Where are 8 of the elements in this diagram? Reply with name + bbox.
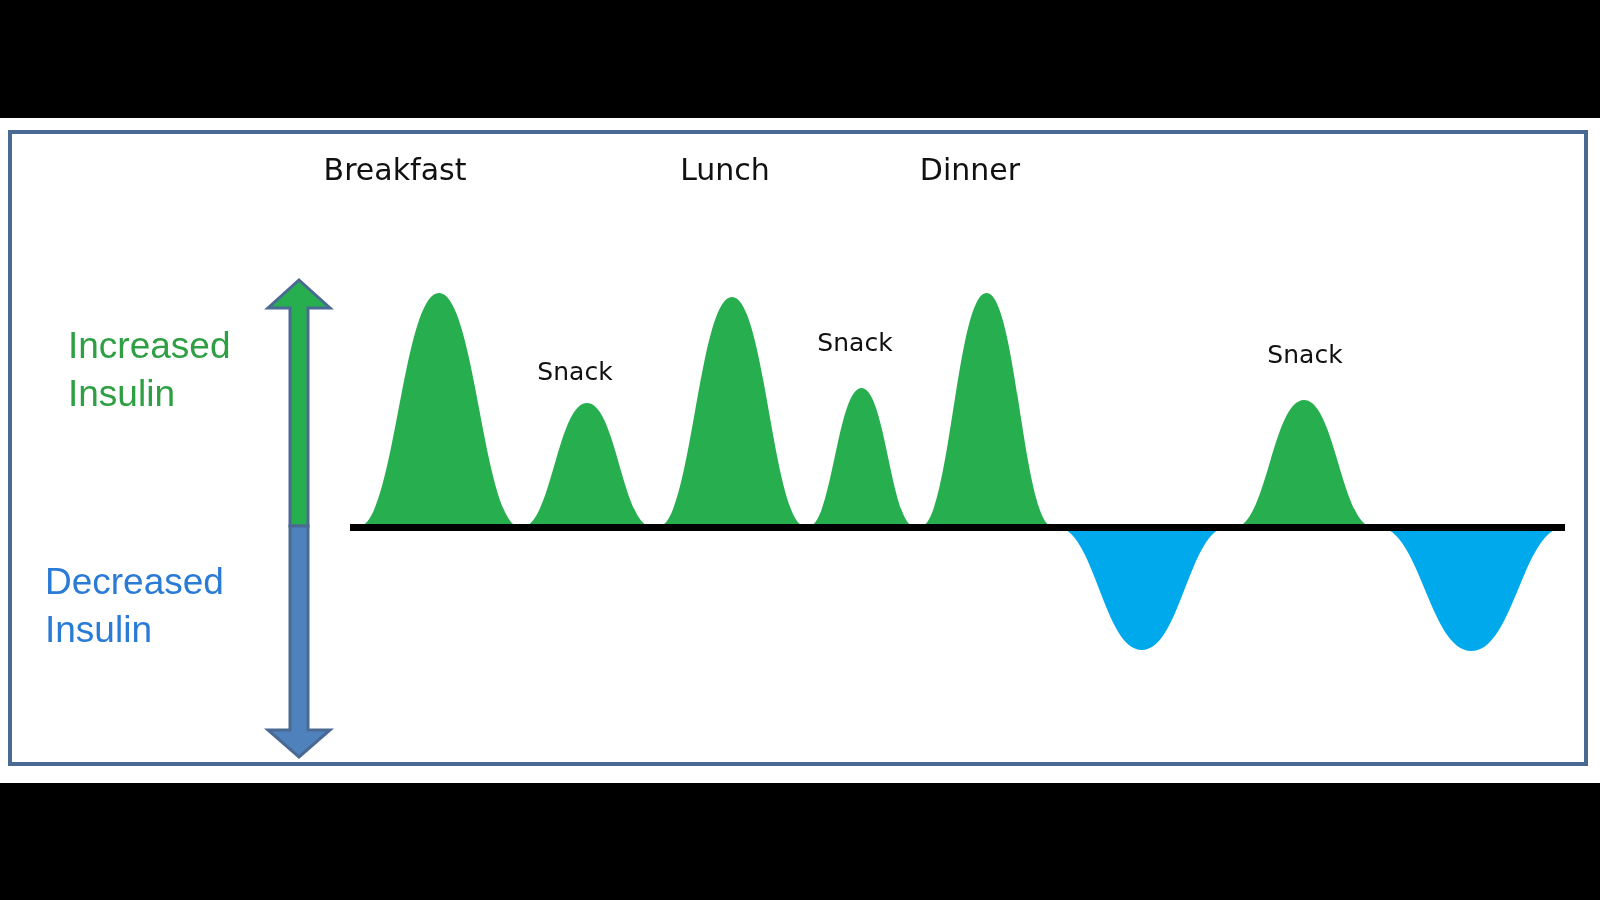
meal-label: Dinner: [918, 151, 1022, 189]
meal-label: Snack: [816, 327, 894, 359]
axis-label: Decreased Insulin: [45, 560, 225, 653]
meal-label: Snack: [1266, 339, 1344, 371]
axis-label: Increased Insulin: [68, 324, 232, 417]
meal-label: Lunch: [679, 151, 771, 189]
meal-label: Breakfast: [322, 151, 468, 189]
meal-label: Snack: [536, 356, 614, 388]
